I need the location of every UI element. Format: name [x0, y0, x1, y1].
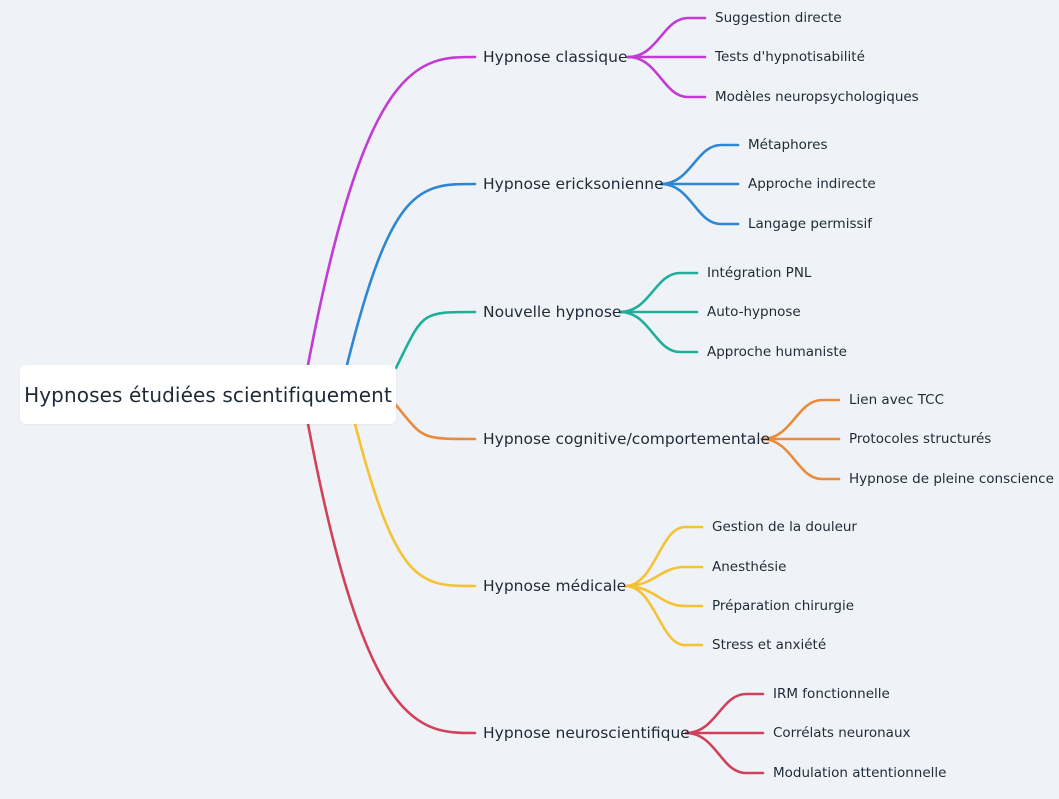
- root-node[interactable]: Hypnoses étudiées scientifiquement: [20, 365, 396, 424]
- branch-connector: [394, 403, 477, 441]
- branch-connector: [394, 310, 477, 370]
- leaf-connector: [760, 437, 841, 481]
- leaf-node-label[interactable]: IRM fonctionnelle: [773, 686, 890, 702]
- leaf-connector: [684, 731, 765, 775]
- branch-connector: [306, 422, 477, 735]
- leaf-node-label[interactable]: Tests d'hypnotisabilité: [715, 49, 865, 65]
- leaf-node-label[interactable]: Préparation chirurgie: [712, 598, 855, 614]
- leaf-node-label[interactable]: Auto-hypnose: [707, 304, 801, 320]
- leaf-connector: [623, 565, 704, 588]
- leaf-connector: [684, 692, 765, 735]
- leaf-connector: [659, 182, 740, 226]
- root-node-label: Hypnoses étudiées scientifiquement: [24, 382, 392, 407]
- branch-connector: [306, 55, 477, 367]
- leaf-connector: [659, 143, 740, 186]
- leaf-connector: [760, 398, 841, 441]
- leaf-node-label[interactable]: Approche indirecte: [748, 176, 876, 192]
- leaf-node-label[interactable]: Approche humaniste: [707, 344, 847, 360]
- leaf-node-label[interactable]: Gestion de la douleur: [712, 519, 857, 535]
- branch-node-label[interactable]: Hypnose classique: [483, 48, 628, 66]
- leaf-node-label[interactable]: Modulation attentionnelle: [773, 765, 947, 781]
- leaf-connector: [626, 16, 707, 59]
- branch-node-label[interactable]: Hypnose neuroscientifique: [483, 724, 690, 742]
- branch-node-label[interactable]: Nouvelle hypnose: [483, 303, 622, 321]
- leaf-connector: [626, 55, 707, 99]
- leaf-node-label[interactable]: Suggestion directe: [715, 10, 842, 26]
- leaf-node-label[interactable]: Lien avec TCC: [849, 392, 945, 408]
- branch-connector: [345, 182, 477, 367]
- branch-node-label[interactable]: Hypnose ericksonienne: [483, 175, 664, 193]
- leaf-connector: [618, 310, 699, 354]
- leaf-node-label[interactable]: Corrélats neuronaux: [773, 725, 911, 741]
- leaf-connector: [623, 525, 704, 588]
- leaf-connector: [623, 584, 704, 647]
- branch-node-label[interactable]: Hypnose médicale: [483, 577, 627, 595]
- leaf-node-label[interactable]: Stress et anxiété: [712, 637, 827, 653]
- leaf-connector: [618, 271, 699, 314]
- leaf-node-label[interactable]: Protocoles structurés: [849, 431, 992, 447]
- branch-connector: [353, 422, 477, 588]
- leaf-node-label[interactable]: Langage permissif: [748, 216, 873, 232]
- leaf-node-label[interactable]: Modèles neuropsychologiques: [715, 89, 919, 105]
- leaf-node-label[interactable]: Intégration PNL: [707, 265, 812, 281]
- leaf-node-label[interactable]: Anesthésie: [712, 559, 787, 575]
- leaf-node-label[interactable]: Métaphores: [748, 137, 828, 153]
- branch-node-label[interactable]: Hypnose cognitive/comportementale: [483, 430, 771, 448]
- leaf-node-label[interactable]: Hypnose de pleine conscience: [849, 471, 1054, 487]
